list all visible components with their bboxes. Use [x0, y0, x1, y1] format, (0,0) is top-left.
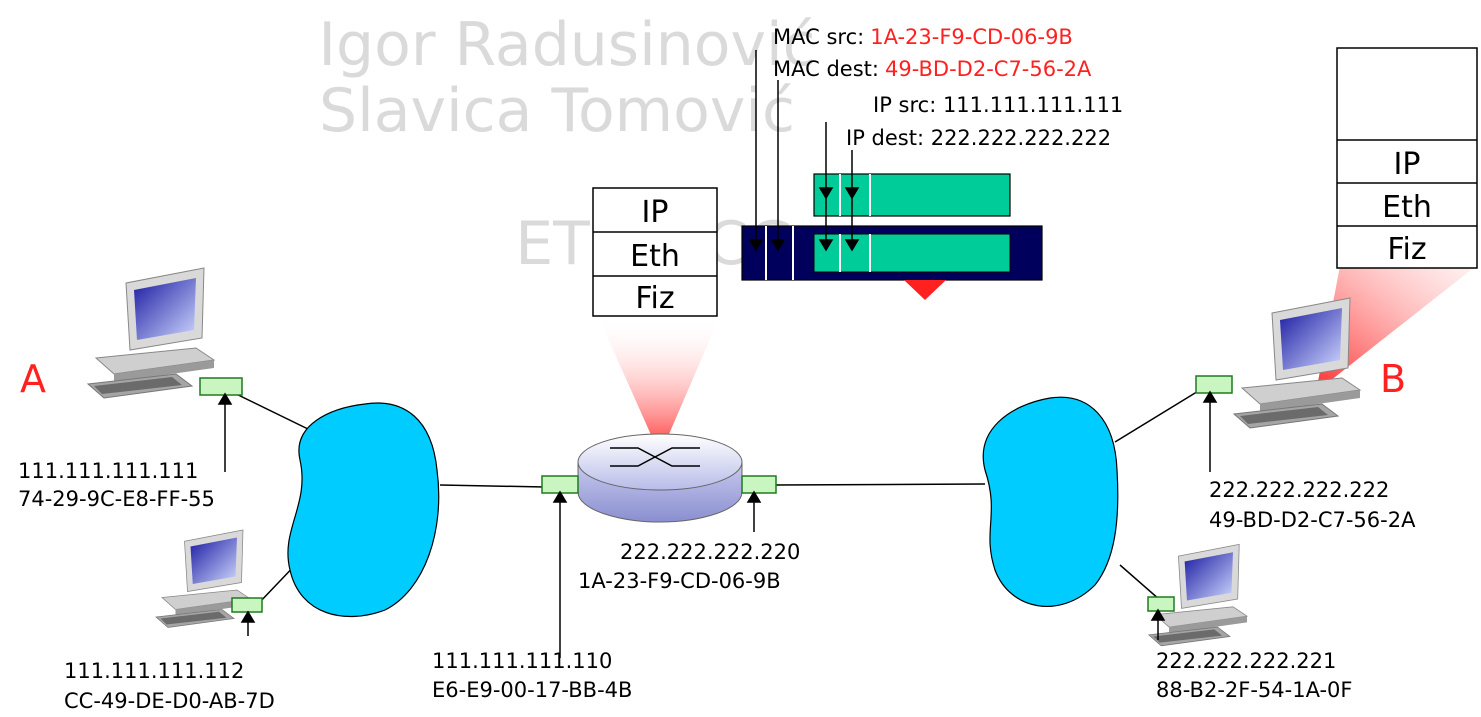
host-b2-computer-icon	[1148, 544, 1248, 647]
host-b-protocol-stack: IP Eth Fiz	[1336, 47, 1478, 269]
host-b-stack-beam	[1316, 266, 1476, 392]
frame-indicator	[904, 280, 946, 300]
host-b2-adapter	[1147, 596, 1175, 612]
router-left-adapter	[541, 475, 579, 494]
host-a2-ip: 111.111.111.112	[64, 659, 244, 683]
link-cloud-b	[1114, 389, 1201, 443]
ip-src-label: IP src: 111.111.111.111	[873, 93, 1123, 117]
host-a-ip: 111.111.111.111	[18, 459, 198, 483]
ip-dest-label: IP dest: 222.222.222.222	[846, 126, 1111, 150]
router-right-ip: 222.222.222.220	[620, 540, 800, 564]
host-a-computer-icon	[87, 267, 215, 399]
host-b-label: B	[1380, 357, 1406, 401]
watermark-line-2: Slavica Tomović	[319, 76, 795, 146]
router-x-icon	[610, 447, 700, 467]
mac-src-value: 1A-23-F9-CD-06-9B	[870, 25, 1073, 49]
frame-diagram	[741, 173, 1043, 300]
host-a2-computer-icon	[155, 529, 251, 628]
router-stack-eth: Eth	[630, 239, 680, 274]
ip-datagram	[813, 173, 1011, 217]
router-protocol-stack: IP Eth Fiz	[592, 187, 718, 317]
router-right-adapter	[741, 475, 777, 494]
host-b-adapter	[1195, 375, 1233, 394]
router-stack-ip: IP	[642, 195, 669, 230]
link-cloud-router	[439, 484, 546, 488]
link-router-cloud	[774, 483, 986, 486]
host-b-computer-icon	[1233, 297, 1361, 429]
watermark-line-1: Igor Radusinović	[318, 10, 815, 80]
router-stack-fiz: Fiz	[635, 281, 674, 316]
host-a-mac: 74-29-9C-E8-FF-55	[18, 487, 215, 511]
host-b-stack-fiz: Fiz	[1387, 232, 1426, 267]
host-b-stack-ip: IP	[1394, 147, 1421, 182]
link-a-cloud	[227, 389, 311, 431]
host-a-label: A	[20, 357, 46, 401]
host-b-mac: 49-BD-D2-C7-56-2A	[1209, 508, 1416, 532]
host-a2-mac: CC-49-DE-D0-AB-7D	[64, 689, 275, 713]
router	[577, 433, 743, 523]
subnet-left-cloud	[287, 402, 440, 618]
router-left-mac: E6-E9-00-17-BB-4B	[432, 678, 632, 702]
subnet-right-cloud	[982, 396, 1119, 607]
encapsulated-datagram	[813, 233, 1011, 273]
router-stack-beam	[598, 316, 720, 455]
link-cloud-b2	[1119, 564, 1161, 601]
host-b2-mac: 88-B2-2F-54-1A-0F	[1156, 678, 1353, 702]
mac-src-line: MAC src:1A-23-F9-CD-06-9B	[773, 25, 1073, 49]
router-left-ip: 111.111.111.110	[432, 649, 612, 673]
router-right-mac: 1A-23-F9-CD-06-9B	[578, 569, 781, 593]
mac-dest-value: 49-BD-D2-C7-56-2A	[885, 57, 1092, 81]
mac-src-label: MAC src:	[773, 25, 864, 49]
links	[227, 389, 1201, 605]
watermark: Igor Radusinović Slavica Tomović ETF, UC…	[318, 10, 815, 279]
host-a2-adapter	[231, 597, 263, 613]
mac-dest-line: MAC dest:49-BD-D2-C7-56-2A	[773, 57, 1092, 81]
host-b2-ip: 222.222.222.221	[1156, 649, 1336, 673]
host-b-stack-eth: Eth	[1382, 190, 1432, 225]
host-a-adapter	[199, 377, 243, 396]
host-b-ip: 222.222.222.222	[1209, 478, 1389, 502]
mac-dest-label: MAC dest:	[773, 57, 879, 81]
